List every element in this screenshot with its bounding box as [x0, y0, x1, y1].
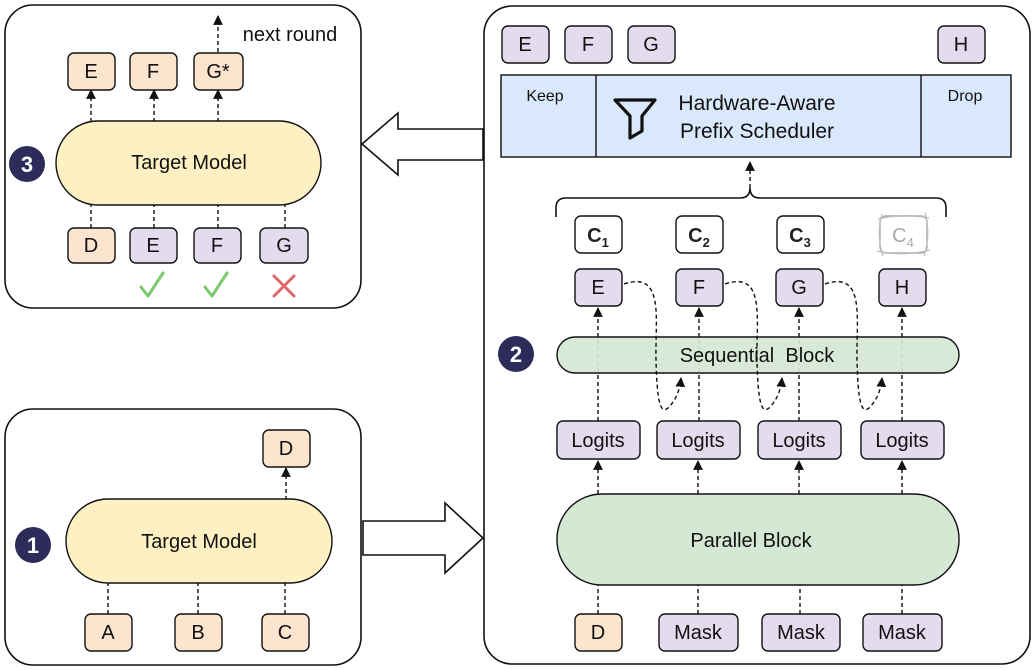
- flow-arrow-left: [360, 111, 484, 177]
- scheduler-title-line1: Hardware-Aware: [678, 92, 835, 115]
- logits-box: [656, 420, 741, 460]
- input-token-box: [174, 613, 223, 652]
- output-token-label: E: [84, 61, 97, 83]
- next-round-label: next round: [243, 24, 338, 46]
- input-token-box: [259, 227, 309, 264]
- output-token-box: [262, 429, 311, 468]
- dropped-token-box: [937, 25, 986, 64]
- input-token-box: [129, 227, 178, 264]
- draft-token-box: [878, 268, 927, 307]
- kept-token-box: [564, 25, 613, 64]
- draft-token-label: F: [693, 277, 705, 299]
- input-token-label: E: [146, 235, 159, 257]
- output-token-box: [193, 52, 244, 91]
- candidate-label: C4: [892, 225, 914, 250]
- check-icon: [139, 271, 165, 298]
- kept-token-box: [627, 25, 676, 64]
- draft-token-label: H: [895, 277, 909, 299]
- target-model-label: Target Model: [131, 152, 247, 174]
- logits-box: [757, 420, 842, 460]
- dropped-candidate: C4: [876, 212, 931, 257]
- logits-label: Logits: [671, 430, 724, 452]
- drop-label: Drop: [948, 88, 983, 105]
- cross-icon: [272, 274, 296, 298]
- input-token-label: D: [84, 235, 98, 257]
- logits-label: Logits: [772, 430, 825, 452]
- output-token-label: D: [279, 438, 293, 460]
- draft-token-label: G: [791, 277, 807, 299]
- input-token-box: [193, 227, 242, 264]
- step-badge: [9, 146, 45, 182]
- scheduler-title-line2: Prefix Scheduler: [680, 120, 834, 143]
- step-badge-number: 1: [27, 533, 39, 558]
- candidate-label: C3: [789, 225, 811, 250]
- input-token-box: [67, 227, 116, 264]
- candidate-box: [574, 215, 623, 254]
- output-token-box: [129, 52, 178, 91]
- kept-token-box: [501, 25, 550, 64]
- step-badge-number: 3: [21, 152, 33, 177]
- logits-box: [860, 420, 945, 460]
- sequential-block-label: Sequential Block: [680, 345, 836, 367]
- logits-box: [556, 420, 641, 460]
- dropped-token-label: H: [954, 34, 968, 56]
- mask-token-box: [862, 613, 943, 652]
- target-model-block: [55, 120, 322, 206]
- input-token-box: [84, 613, 133, 652]
- output-token-label: F: [147, 61, 159, 83]
- kept-token-label: G: [643, 34, 659, 56]
- input-token-box: [261, 613, 310, 652]
- kept-token-label: F: [582, 34, 594, 56]
- mask-token-box: [761, 613, 841, 652]
- draft-token-box: [675, 268, 724, 307]
- target-model-block: [65, 498, 333, 584]
- mask-token-label: Mask: [878, 622, 927, 644]
- candidate-label: C2: [688, 225, 710, 250]
- draft-token-box: [574, 268, 623, 307]
- mask-token-box: [658, 613, 739, 652]
- panel-verify: next round E F G* Target Model 3 D E F G: [4, 4, 362, 309]
- candidate-box: [776, 215, 825, 254]
- input-token-label: A: [101, 622, 115, 644]
- draft-token-label: E: [591, 277, 604, 299]
- logits-label: Logits: [571, 430, 624, 452]
- parallel-block-label: Parallel Block: [690, 530, 812, 552]
- flow-arrow-right: [362, 501, 485, 575]
- check-icon: [203, 271, 229, 298]
- funnel-icon: [613, 98, 657, 140]
- step-badge: [15, 527, 51, 563]
- prefix-scheduler: [500, 74, 1012, 158]
- output-token-box: [67, 52, 116, 91]
- mask-token-label: Mask: [674, 622, 723, 644]
- mask-token-label: Mask: [777, 622, 826, 644]
- target-model-label: Target Model: [141, 531, 257, 553]
- kept-token-label: E: [518, 34, 531, 56]
- step-badge-number: 2: [510, 342, 522, 367]
- input-token-label: F: [211, 235, 223, 257]
- candidate-label: C1: [587, 225, 609, 250]
- candidate-box: [675, 215, 724, 254]
- input-token-label: D: [591, 622, 605, 644]
- logits-label: Logits: [875, 430, 928, 452]
- input-token-label: B: [191, 622, 204, 644]
- step-badge: [498, 336, 534, 372]
- draft-token-box: [775, 268, 824, 307]
- panel-initial: D Target Model 1 A B C: [4, 408, 362, 666]
- keep-label: Keep: [526, 88, 563, 105]
- input-token-label: C: [278, 622, 292, 644]
- parallel-block: [556, 493, 960, 586]
- input-token-box: [574, 613, 623, 652]
- input-token-label: G: [276, 235, 292, 257]
- output-token-label: G*: [206, 61, 230, 83]
- panel-draft: E F G H Keep Drop Hardware-Aware Prefix …: [483, 5, 1031, 665]
